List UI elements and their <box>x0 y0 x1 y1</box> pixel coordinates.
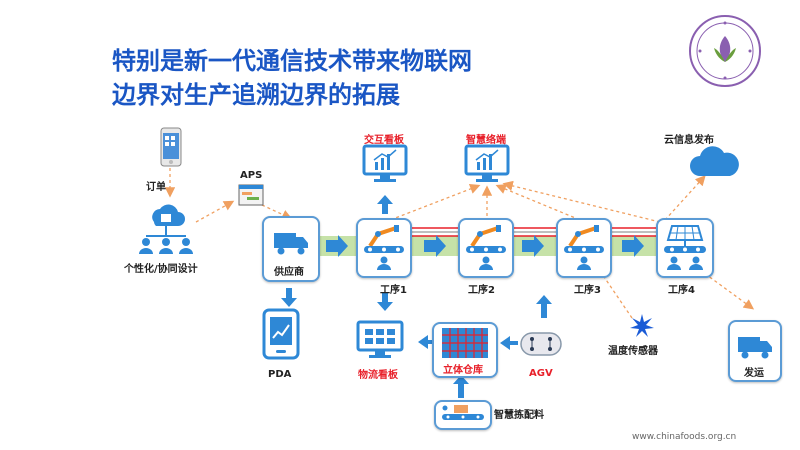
agv-icon <box>520 332 562 356</box>
truck-icon <box>738 337 772 359</box>
process-1-label: 工序1 <box>380 285 407 296</box>
smart-picking-box <box>434 400 492 430</box>
monitor-chart-icon <box>362 144 408 182</box>
robot-arm-icon <box>564 225 604 270</box>
schedule-chart-icon <box>238 184 264 206</box>
process-1-box <box>356 218 412 278</box>
smart-picking-label: 智慧拣配料 <box>494 410 544 421</box>
interactive-board-label: 交互看板 <box>364 135 404 146</box>
process-2-label: 工序2 <box>468 285 495 296</box>
aps-label: APS <box>240 170 263 181</box>
cloud-info-label: 云信息发布 <box>664 135 714 146</box>
smart-terminal-label: 智慧络端 <box>466 135 506 146</box>
network-users-icon <box>139 204 193 254</box>
agv-label: AGV <box>529 368 553 379</box>
process-3-label: 工序3 <box>574 285 601 296</box>
picking-conveyor-icon <box>442 405 484 420</box>
cloud-icon <box>690 146 739 176</box>
design-label: 个性化/协同设计 <box>124 264 198 275</box>
sensor-burst-icon <box>630 314 654 337</box>
page-title: 特别是新一代通信技术带来物联网 边界对生产追溯边界的拓展 <box>112 44 472 112</box>
supplier-box: 供应商 <box>262 216 320 282</box>
process-2-box <box>458 218 514 278</box>
shipping-box: 发运 <box>728 320 782 382</box>
temp-sensor-label: 温度传感器 <box>608 346 658 357</box>
process-4-label: 工序4 <box>668 285 695 296</box>
supplier-label: 供应商 <box>274 267 304 278</box>
phone-icon <box>160 127 182 167</box>
order-label: 订单 <box>146 182 166 193</box>
warehouse-box: 立体仓库 <box>432 322 498 378</box>
shipping-label: 发运 <box>744 368 764 379</box>
truck-icon <box>274 233 308 255</box>
robot-arm-icon <box>364 225 404 270</box>
title-line-1: 特别是新一代通信技术带来物联网 <box>112 47 472 75</box>
warehouse-grid-icon <box>442 328 488 358</box>
pda-label: PDA <box>268 369 292 380</box>
robot-arm-icon <box>466 225 506 270</box>
organization-logo <box>689 15 761 87</box>
process-3-box <box>556 218 612 278</box>
warehouse-label: 立体仓库 <box>443 365 483 376</box>
monitor-board-icon <box>356 320 404 358</box>
footer-url: www.chinafoods.org.cn <box>632 432 737 442</box>
title-line-2: 边界对生产追溯边界的拓展 <box>112 81 400 109</box>
process-4-box <box>656 218 714 278</box>
monitor-chart-icon <box>464 144 510 182</box>
logistics-board-label: 物流看板 <box>358 370 398 381</box>
pda-icon <box>262 308 300 360</box>
solar-panel-icon <box>664 225 706 270</box>
